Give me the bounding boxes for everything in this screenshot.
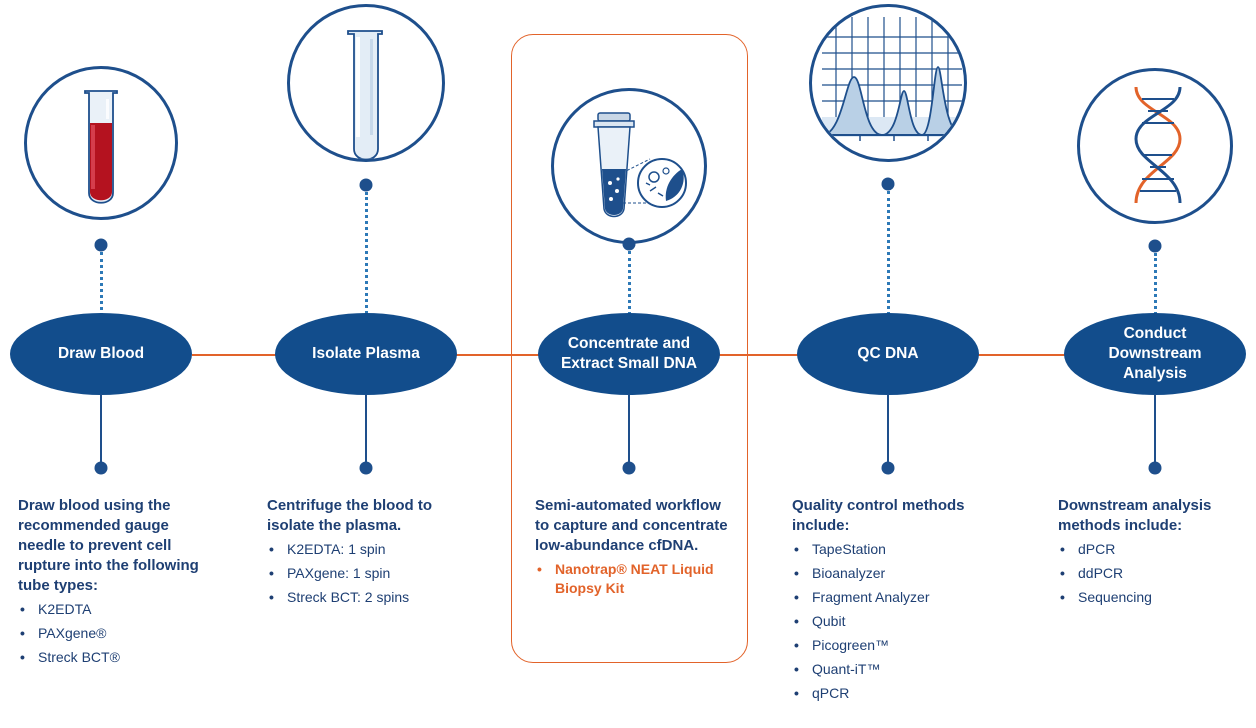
- bullet-list: K2EDTA: 1 spin PAXgene: 1 spin Streck BC…: [267, 540, 477, 607]
- step-oval: Draw Blood: [10, 313, 192, 395]
- step-description: Centrifuge the blood to isolate the plas…: [267, 496, 477, 612]
- bullet-list: K2EDTA PAXgene® Streck BCT®: [18, 600, 208, 667]
- description-dot: [622, 461, 636, 475]
- description-title: Semi-automated workflow to capture and c…: [535, 497, 728, 554]
- step-title: Draw Blood: [57, 345, 145, 362]
- step-description: Semi-automated workflow to capture and c…: [535, 496, 730, 603]
- step-isolate-plasma: Isolate Plasma Centrifuge the blood to i…: [0, 0, 457, 728]
- step-oval: Isolate Plasma: [275, 313, 457, 395]
- list-item: Qubit: [792, 612, 992, 631]
- bullet-list: dPCR ddPCR Sequencing: [1058, 540, 1253, 607]
- bullet-list: Nanotrap® NEAT Liquid Biopsy Kit: [535, 560, 730, 598]
- icon-connector-dot: [881, 177, 895, 191]
- list-item: PAXgene®: [18, 624, 208, 643]
- icon-connector-dot: [94, 238, 108, 252]
- step-description: Quality control methods include: TapeSta…: [792, 496, 992, 708]
- list-item: Quant-iT™: [792, 660, 992, 679]
- solid-line: [628, 394, 630, 464]
- solid-line: [887, 394, 889, 464]
- list-item: Picogreen™: [792, 636, 992, 655]
- description-title: Draw blood using the recommended gauge n…: [18, 497, 199, 594]
- solid-line: [1154, 394, 1156, 464]
- bullet-list: TapeStation Bioanalyzer Fragment Analyze…: [792, 540, 992, 703]
- description-title: Quality control methods include:: [792, 497, 965, 534]
- step-title: QC DNA: [857, 345, 919, 362]
- description-title: Centrifuge the blood to isolate the plas…: [267, 497, 432, 534]
- list-item: TapeStation: [792, 540, 992, 559]
- step-qc-dna: QC DNA Quality control methods include: …: [0, 0, 979, 728]
- step-description: Downstream analysis methods include: dPC…: [1058, 496, 1253, 612]
- list-item: ddPCR: [1058, 564, 1253, 583]
- list-item: Fragment Analyzer: [792, 588, 992, 607]
- dna-helix-icon: [1077, 68, 1233, 224]
- empty-tube-icon: [287, 4, 445, 162]
- description-title: Downstream analysis methods include:: [1058, 497, 1212, 534]
- connector-line: [450, 354, 546, 356]
- solid-line: [100, 394, 102, 464]
- dotted-line: [1154, 253, 1157, 315]
- list-item: Bioanalyzer: [792, 564, 992, 583]
- icon-connector-dot: [1148, 239, 1162, 253]
- list-item: K2EDTA: [18, 600, 208, 619]
- highlight-frame: [511, 34, 748, 663]
- step-oval: Concentrate and Extract Small DNA: [538, 313, 720, 395]
- step-draw-blood: Draw Blood Draw blood using the recommen…: [0, 0, 240, 728]
- nanotrap-tube-icon: [551, 88, 707, 244]
- dotted-line: [365, 192, 368, 314]
- dotted-line: [628, 251, 631, 315]
- list-item: Sequencing: [1058, 588, 1253, 607]
- description-dot: [359, 461, 373, 475]
- list-item: Streck BCT: 2 spins: [267, 588, 477, 607]
- connector-line: [192, 354, 282, 356]
- list-item: K2EDTA: 1 spin: [267, 540, 477, 559]
- step-title: Concentrate and Extract Small DNA: [560, 335, 698, 372]
- step-oval: QC DNA: [797, 313, 979, 395]
- step-description: Draw blood using the recommended gauge n…: [18, 496, 208, 672]
- list-item: qPCR: [792, 684, 992, 703]
- list-item-highlight: Nanotrap® NEAT Liquid Biopsy Kit: [535, 560, 730, 598]
- dotted-line: [100, 252, 103, 316]
- dotted-line: [887, 191, 890, 315]
- description-dot: [1148, 461, 1162, 475]
- solid-line: [365, 394, 367, 464]
- list-item: PAXgene: 1 spin: [267, 564, 477, 583]
- step-title: Isolate Plasma: [312, 345, 420, 362]
- electropherogram-icon: [809, 4, 967, 162]
- blood-tube-icon: [24, 66, 178, 220]
- connector-line: [975, 354, 1065, 356]
- list-item: Streck BCT®: [18, 648, 208, 667]
- description-dot: [94, 461, 108, 475]
- list-item: dPCR: [1058, 540, 1253, 559]
- icon-connector-dot: [622, 237, 636, 251]
- step-title: Conduct Downstream Analysis: [1108, 325, 1202, 382]
- step-concentrate-extract: Concentrate and Extract Small DNA Semi-a…: [0, 0, 728, 728]
- connector-line: [712, 354, 808, 356]
- description-dot: [881, 461, 895, 475]
- step-oval: Conduct Downstream Analysis: [1064, 313, 1246, 395]
- icon-connector-dot: [359, 178, 373, 192]
